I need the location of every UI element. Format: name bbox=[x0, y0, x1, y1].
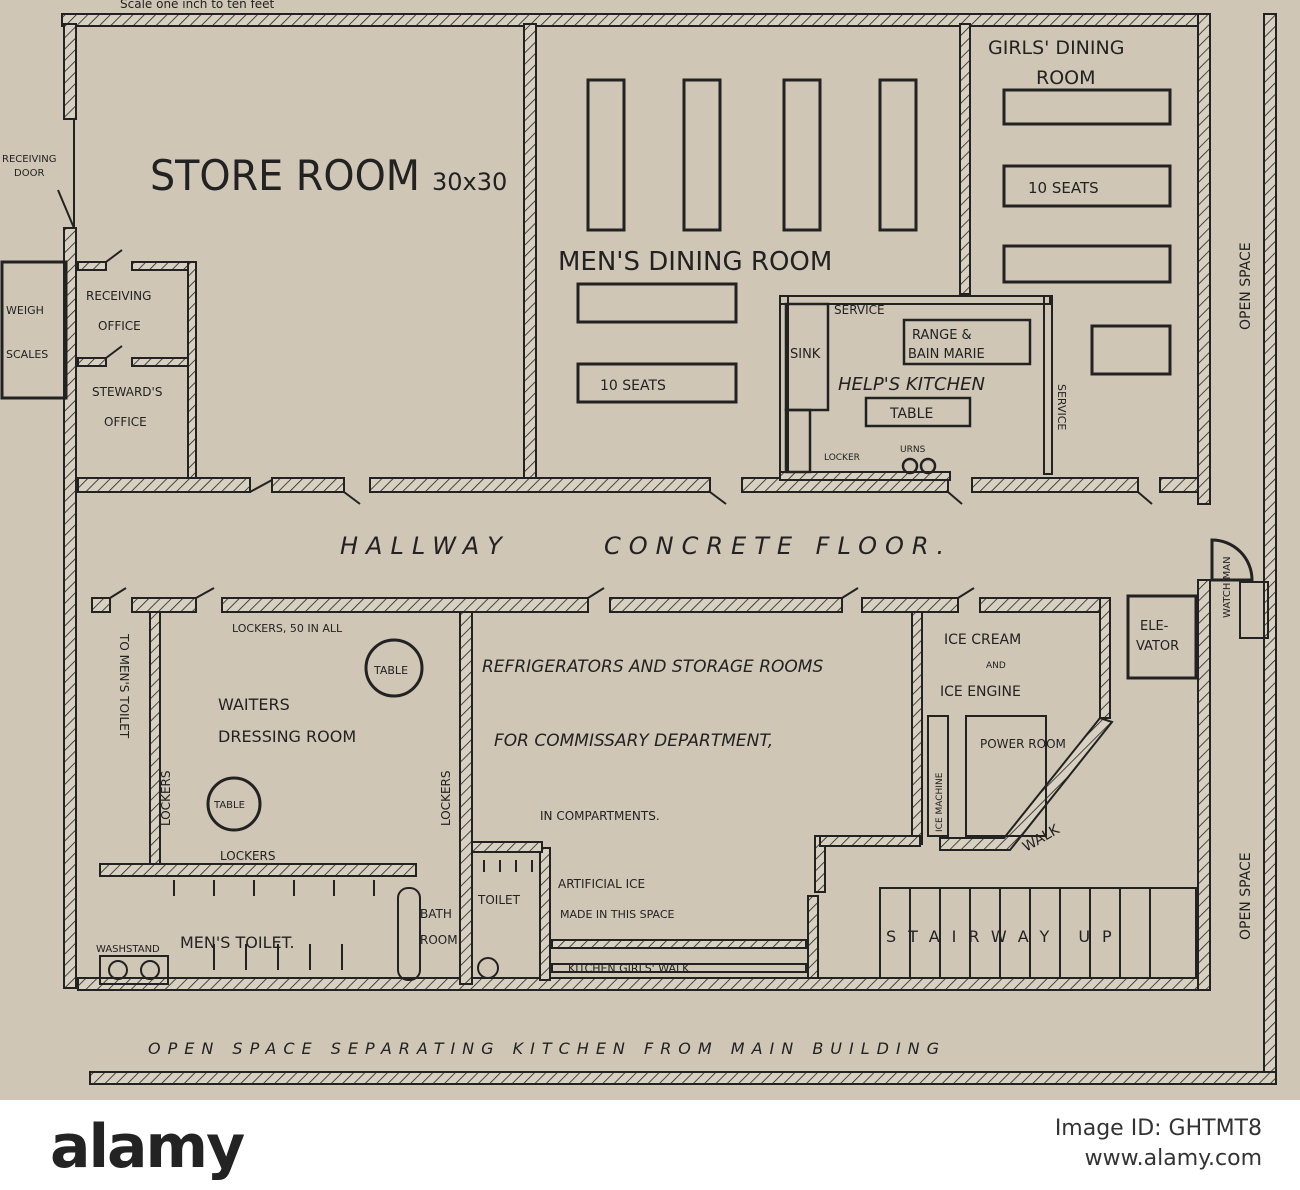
ice-and-label: AND bbox=[986, 661, 1006, 671]
range-label-2: BAIN MARIE bbox=[908, 347, 985, 362]
scale-note: Scale one inch to ten feet bbox=[120, 0, 275, 11]
girls-dining-label-1: GIRLS' DINING bbox=[988, 37, 1124, 59]
store-room-size: 30x30 bbox=[432, 168, 507, 196]
floor-plan: Scale one inch to ten feet STORE ROOM 30… bbox=[0, 0, 1300, 1100]
alamy-url: www.alamy.com bbox=[1084, 1146, 1262, 1171]
mens-dining-label: MEN'S DINING ROOM bbox=[558, 247, 832, 277]
watermark-bar bbox=[0, 1100, 1300, 1190]
washstand-label: WASHSTAND bbox=[96, 944, 160, 955]
helps-kitchen-label: HELP'S KITCHEN bbox=[838, 374, 985, 395]
to-mens-toilet-label: TO MEN'S TOILET bbox=[117, 633, 131, 739]
waiters-label: WAITERS bbox=[218, 695, 290, 714]
concrete-floor-label: CONCRETE FLOOR. bbox=[604, 532, 952, 560]
floor-plan-drawing: Scale one inch to ten feet STORE ROOM 30… bbox=[0, 0, 1277, 1085]
stewards-office-label-2: OFFICE bbox=[104, 415, 147, 429]
stairway-label: STAIRWAY UP bbox=[886, 927, 1124, 946]
girls-dining-label-2: ROOM bbox=[1036, 67, 1096, 89]
mens-toilet-label: MEN'S TOILET. bbox=[180, 933, 295, 952]
dressing-room-label: DRESSING ROOM bbox=[218, 727, 356, 746]
ice-machine-label: ICE MACHINE bbox=[935, 772, 945, 832]
receiving-door-label-1: RECEIVING bbox=[2, 154, 57, 165]
receiving-office-label-1: RECEIVING bbox=[86, 289, 151, 303]
table-2-label: TABLE bbox=[213, 800, 245, 811]
mens-dining-seats: 10 SEATS bbox=[600, 378, 666, 394]
receiving-door-label-2: DOOR bbox=[14, 168, 44, 179]
bath-label: BATH bbox=[420, 907, 452, 921]
dressing-table-2 bbox=[206, 776, 262, 832]
hallway-label: HALLWAY bbox=[340, 532, 510, 560]
kitchen-equipment bbox=[784, 302, 1032, 475]
lockers-50-label: LOCKERS, 50 IN ALL bbox=[232, 622, 343, 635]
refrigerators-label: REFRIGERATORS AND STORAGE ROOMS bbox=[482, 657, 823, 677]
elevator-label-2: VATOR bbox=[1136, 639, 1179, 654]
toilet-label: TOILET bbox=[477, 893, 521, 907]
stairway-steps bbox=[879, 887, 1197, 979]
locker-label: LOCKER bbox=[824, 453, 860, 463]
room-labels: Scale one inch to ten feet STORE ROOM 30… bbox=[2, 0, 1254, 1058]
scales-label: SCALES bbox=[6, 348, 48, 361]
urns-label: URNS bbox=[900, 445, 926, 455]
door-swings bbox=[105, 249, 1153, 599]
ice-cream-label: ICE CREAM bbox=[944, 632, 1021, 648]
alamy-logo: alamy bbox=[50, 1112, 245, 1182]
elevator-label-1: ELE- bbox=[1140, 619, 1169, 634]
table-1-label: TABLE bbox=[373, 664, 408, 677]
watchman-label: WATCH MAN bbox=[1222, 556, 1233, 618]
open-space-top-label: OPEN SPACE bbox=[1238, 242, 1254, 330]
lockers-left-label: LOCKERS bbox=[159, 771, 173, 827]
dressing-table-1 bbox=[364, 638, 424, 698]
toilet-fixtures bbox=[99, 860, 533, 985]
dining-tables bbox=[576, 78, 1172, 404]
artificial-ice-label-2: MADE IN THIS SPACE bbox=[560, 908, 675, 921]
sink-label: SINK bbox=[790, 347, 821, 362]
image-id: Image ID: GHTMT8 bbox=[1054, 1116, 1262, 1141]
power-room-label: POWER ROOM bbox=[980, 737, 1066, 751]
open-space-bottom-label: OPEN SPACE bbox=[1238, 852, 1254, 940]
service-top-label: SERVICE bbox=[834, 303, 885, 317]
ice-engine-label: ICE ENGINE bbox=[940, 684, 1021, 700]
elevator-box bbox=[1126, 594, 1198, 680]
girls-dining-seats: 10 SEATS bbox=[1028, 179, 1099, 197]
open-space-separating-label: OPEN SPACE SEPARATING KITCHEN FROM MAIN … bbox=[148, 1039, 946, 1058]
service-side-label: SERVICE bbox=[1055, 384, 1068, 430]
receiving-office-label-2: OFFICE bbox=[98, 319, 141, 333]
store-room-label: STORE ROOM bbox=[150, 151, 420, 200]
lockers-right-label: LOCKERS bbox=[439, 771, 453, 827]
lockers-bottom-label: LOCKERS bbox=[220, 849, 276, 863]
stewards-office-label-1: STEWARD'S bbox=[92, 385, 162, 399]
kitchen-girls-walk-label: KITCHEN GIRLS' WALK bbox=[568, 962, 690, 975]
walls bbox=[1, 13, 1277, 1085]
range-label-1: RANGE & bbox=[912, 328, 972, 343]
commissary-label: FOR COMMISSARY DEPARTMENT, bbox=[494, 731, 773, 751]
room-label: ROOM bbox=[420, 933, 458, 947]
kitchen-table-label: TABLE bbox=[889, 406, 933, 422]
weigh-label: WEIGH bbox=[6, 304, 44, 317]
artificial-ice-label-1: ARTIFICIAL ICE bbox=[558, 877, 645, 891]
weigh-scales-box bbox=[0, 260, 68, 400]
compartments-label: IN COMPARTMENTS. bbox=[540, 809, 660, 823]
